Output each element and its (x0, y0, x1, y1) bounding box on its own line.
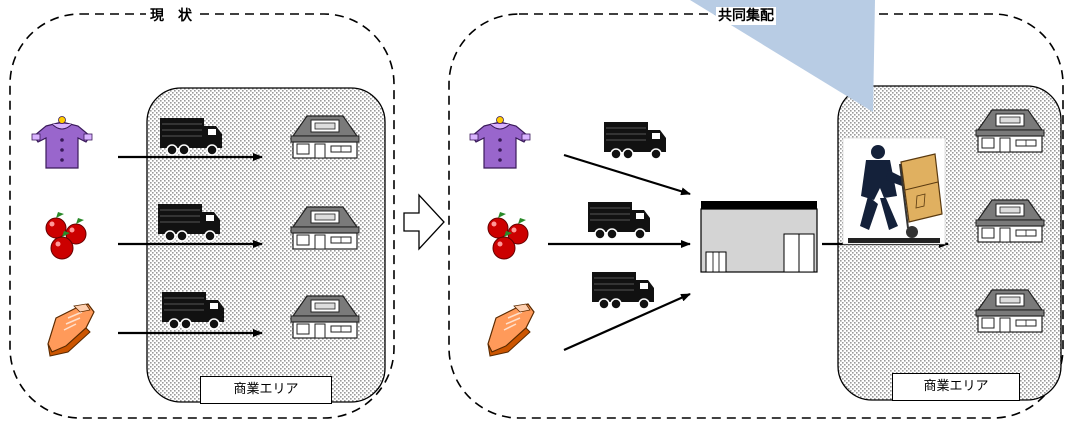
right-dashed-border (448, 13, 1064, 419)
left-panel-title: 現 状 (146, 7, 196, 25)
shoe-icon (47, 303, 95, 357)
left-dashed-border (9, 13, 395, 419)
right-panel-title: 共同集配 (716, 7, 776, 25)
shoe-icon (487, 303, 535, 357)
delivery-arrow (563, 292, 691, 352)
transition-arrow-icon (403, 193, 445, 251)
clothing-icon (31, 115, 93, 169)
left-panel (9, 13, 395, 419)
apple-icon (487, 211, 529, 260)
delivery-worker-image (842, 137, 946, 245)
truck-icon (587, 201, 651, 240)
right-panel (448, 13, 1064, 419)
callout-pointer (690, 0, 875, 112)
right-area-label: 商業エリア (892, 373, 1020, 401)
truck-icon (603, 121, 667, 160)
apple-icon (45, 211, 87, 260)
left-area-label: 商業エリア (200, 376, 332, 404)
clothing-icon (469, 115, 531, 169)
delivery-arrow (563, 153, 691, 196)
truck-icon (591, 271, 655, 310)
distribution-center (700, 201, 818, 273)
